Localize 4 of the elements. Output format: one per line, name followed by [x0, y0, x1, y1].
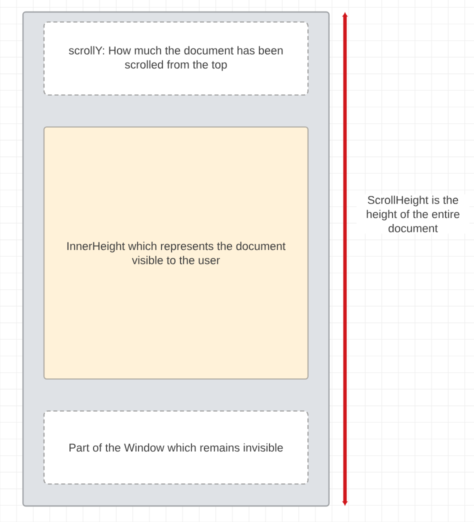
dashed-box: Part of the Window which remains invisible — [43, 410, 309, 485]
dashed-box: scrollY: How much the document has been scrolled from the top — [43, 21, 309, 96]
text-box: InnerHeight which represents the document visible to the user — [43, 126, 309, 380]
annotation-text: ScrollHeight is the height of the entire document — [356, 194, 470, 234]
